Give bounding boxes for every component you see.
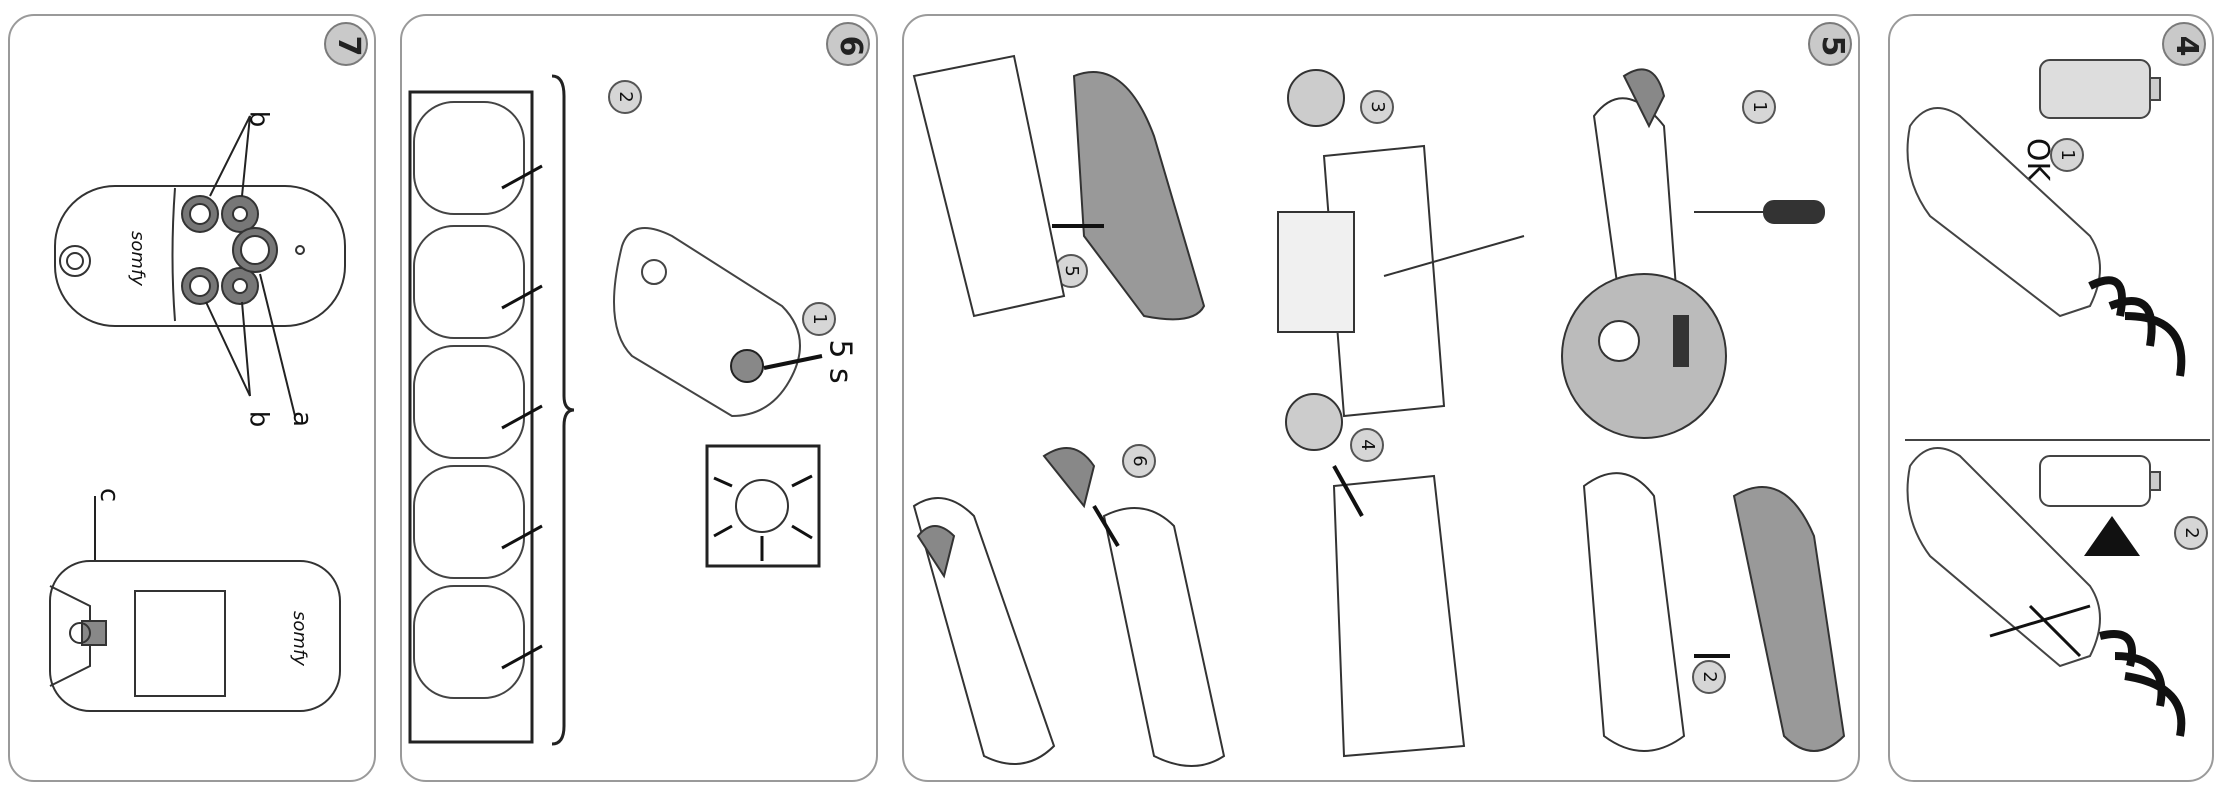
panel-number-badge: 4 — [2162, 22, 2206, 66]
press-arrows — [501, 164, 543, 670]
step-1-badge: 1 — [1742, 90, 1776, 124]
signal-waves-weak — [2099, 630, 2186, 737]
repeat-press-diagram — [408, 74, 823, 746]
battery-replace-diagram — [912, 54, 1846, 767]
panel-6: 6 2 1 5 s — [400, 14, 878, 782]
brace — [551, 74, 575, 746]
remote-large — [613, 227, 801, 418]
step-3-badge: 3 — [1360, 90, 1394, 124]
remote-sequence — [413, 101, 525, 699]
step-1-badge: 1 — [2050, 138, 2084, 172]
battery-status-diagram — [1905, 59, 2210, 737]
cover-separate — [1582, 472, 1846, 752]
step-1-badge: 1 — [802, 302, 836, 336]
panel-number-badge: 5 — [1808, 22, 1852, 66]
panel-4: 4 1 2 OK — [1888, 14, 2214, 782]
label-b-top: b — [243, 110, 274, 128]
step-2-badge: 2 — [2174, 516, 2208, 550]
battery-insert — [1285, 393, 1466, 758]
warning-icon — [2084, 516, 2140, 556]
remote-signal-weak — [1906, 447, 2101, 668]
cover-close — [912, 54, 1206, 321]
signal-waves-strong — [2088, 276, 2186, 377]
battery-full-icon — [2039, 59, 2161, 119]
flash-rays — [713, 474, 813, 561]
remote-back — [49, 560, 341, 712]
cover-removal — [1561, 68, 1825, 439]
cap-insert — [912, 447, 1226, 767]
label-b-bottom: b — [243, 410, 274, 428]
remote-diagram-front-back — [49, 115, 346, 712]
step-6-badge: 6 — [1122, 444, 1156, 478]
battery-empty-icon — [2039, 455, 2161, 507]
panel-number-badge: 6 — [826, 22, 870, 66]
label-c: c — [94, 487, 125, 503]
remote-front — [54, 185, 346, 327]
press-arrow-large — [763, 354, 823, 370]
panel-number-badge: 7 — [324, 22, 368, 66]
step-2-badge: 2 — [608, 80, 642, 114]
remote-signal-ok — [1906, 107, 2101, 318]
panel-7: 7 — [8, 14, 376, 782]
step-2-badge: 2 — [1692, 660, 1726, 694]
step-4-badge: 4 — [1350, 428, 1384, 462]
no-signal-cross — [1989, 604, 2091, 658]
battery-removal — [1277, 69, 1525, 418]
brand-front: somfy — [126, 231, 148, 286]
label-a: a — [286, 411, 317, 427]
panel-5: 5 1 2 3 4 5 6 — [902, 14, 1860, 782]
brand-back: somfy — [288, 611, 310, 666]
sequence-frame — [408, 90, 534, 744]
